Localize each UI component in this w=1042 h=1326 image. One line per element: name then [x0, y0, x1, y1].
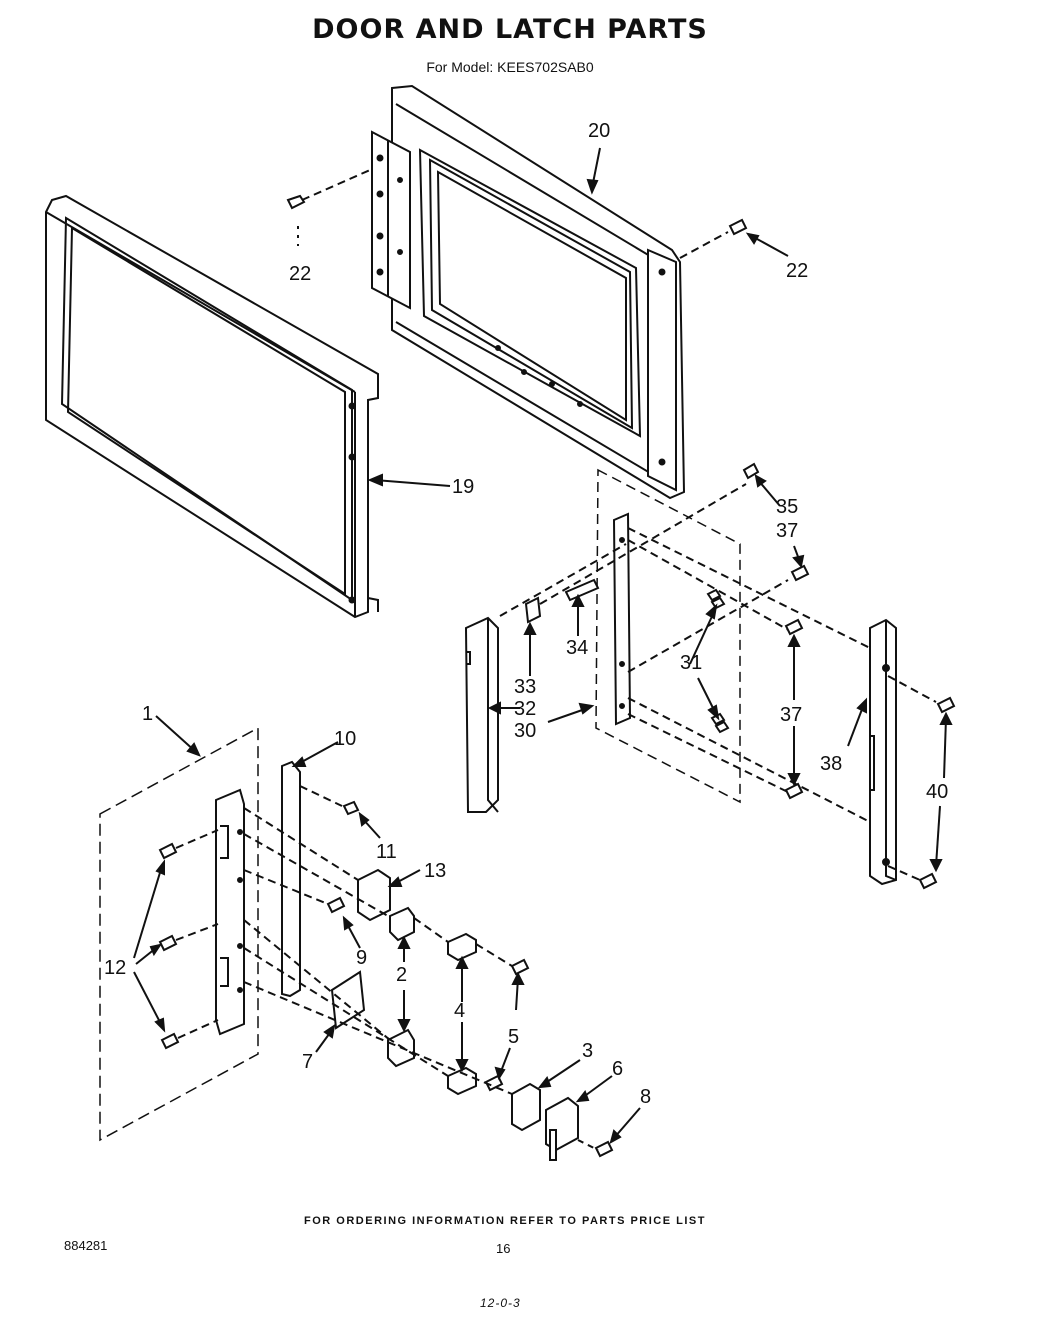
callout-12: 12 — [104, 957, 127, 979]
callout-3: 3 — [582, 1040, 594, 1062]
callout-31: 31 — [680, 652, 703, 674]
callout-37-mid: 37 — [780, 704, 803, 726]
callout-5: 5 — [508, 1026, 520, 1048]
callout-32: 32 — [514, 698, 537, 720]
callout-7: 7 — [302, 1051, 314, 1073]
callout-2: 2 — [396, 964, 408, 986]
screw-22-right — [679, 218, 789, 259]
model-subtitle: For Model: KEES702SAB0 — [426, 59, 594, 75]
screw-22-left — [286, 169, 371, 246]
callout-13: 13 — [424, 860, 447, 882]
callout-33: 33 — [514, 676, 537, 698]
callout-8: 8 — [640, 1086, 652, 1108]
callout-20: 20 — [588, 120, 611, 142]
callout-4: 4 — [454, 1000, 466, 1022]
page-title: DOOR AND LATCH PARTS — [312, 14, 708, 45]
callout-10: 10 — [334, 728, 357, 750]
callout-37-top: 37 — [776, 520, 799, 542]
callout-11: 11 — [376, 841, 397, 863]
callout-22-left: 22 — [289, 263, 312, 285]
callout-40: 40 — [926, 781, 949, 803]
callout-34: 34 — [566, 637, 589, 659]
handwritten-note: 12-0-3 — [480, 1296, 521, 1310]
inner-door-panel-part-20 — [371, 84, 686, 500]
callout-35: 35 — [776, 496, 799, 518]
callout-6: 6 — [612, 1058, 624, 1080]
callout-1: 1 — [142, 703, 154, 725]
page-number: 16 — [496, 1241, 511, 1256]
callout-19: 19 — [452, 476, 475, 498]
callout-38: 38 — [820, 753, 843, 775]
callout-22-right: 22 — [786, 260, 809, 282]
latch-assembly-left — [99, 715, 641, 1161]
callout-9: 9 — [356, 947, 368, 969]
ordering-info-footer: FOR ORDERING INFORMATION REFER TO PARTS … — [304, 1215, 706, 1227]
door-frame-part-19 — [45, 194, 379, 619]
document-number: 884281 — [64, 1238, 108, 1253]
callout-30: 30 — [514, 720, 537, 742]
latch-assembly-right — [464, 462, 956, 890]
